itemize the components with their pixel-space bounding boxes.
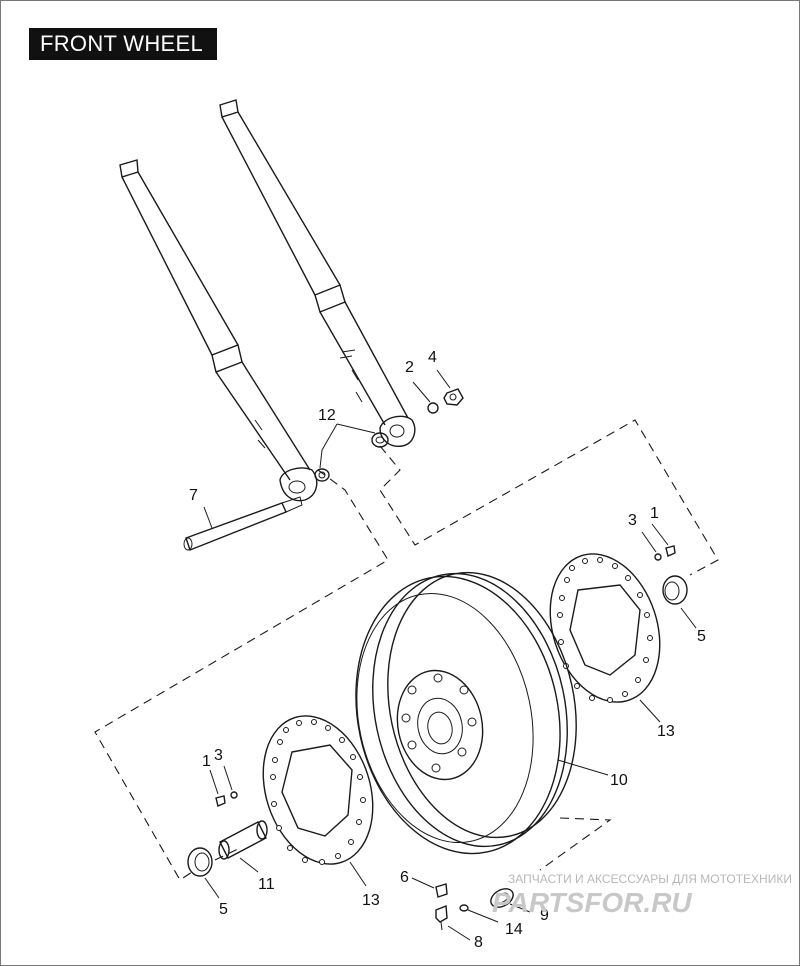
- left-bearing: [187, 847, 213, 877]
- watermark: ЗАПЧАСТИ И АКСЕССУАРЫ ДЛЯ МОТОТЕХНИКИ PA…: [492, 872, 792, 918]
- callout-2: 2: [405, 359, 414, 376]
- watermark-tagline: ЗАПЧАСТИ И АКСЕССУАРЫ ДЛЯ МОТОТЕХНИКИ: [508, 872, 792, 886]
- watermark-logo: PARTSFOR.RU: [492, 887, 692, 918]
- right-fork-leg: [219, 99, 416, 447]
- callout-6: 6: [400, 869, 409, 886]
- callout-8: 8: [474, 934, 483, 951]
- front-axle: [183, 496, 303, 551]
- callout-12: 12: [318, 407, 336, 424]
- callout-13-right: 13: [657, 723, 675, 740]
- cast-wheel: [355, 571, 577, 855]
- callout-numbers: 12 2 4 7 1 3 5 13 10 1 3 11 5 13 6 8 14 …: [189, 349, 706, 951]
- callout-7: 7: [189, 487, 198, 504]
- callout-5-left: 5: [219, 901, 228, 918]
- assembly-dashed-lines: [94, 419, 719, 881]
- leader-lines: [203, 369, 697, 941]
- callout-10: 10: [610, 772, 628, 789]
- axle-nut-washer: [427, 388, 464, 414]
- callout-3-right: 3: [628, 512, 637, 529]
- right-brake-rotor: [549, 553, 661, 703]
- diagram-title: FRONT WHEEL: [29, 28, 217, 60]
- axle-spacers: [314, 432, 389, 482]
- rotor-screws-left: [215, 791, 238, 807]
- callout-13-left: 13: [362, 892, 380, 909]
- left-fork-leg: [119, 159, 318, 502]
- callout-4: 4: [428, 349, 437, 366]
- callout-3-left: 3: [214, 747, 223, 764]
- rotor-screws-right: [654, 545, 676, 561]
- wheel-spacer-tube: [218, 820, 268, 860]
- valve-stem-parts: [435, 883, 514, 931]
- callout-1-right: 1: [650, 505, 659, 522]
- left-brake-rotor: [262, 715, 374, 865]
- callout-1-left: 1: [202, 753, 211, 770]
- right-bearing: [662, 575, 688, 605]
- callout-14: 14: [505, 921, 523, 938]
- callout-5-right: 5: [697, 628, 706, 645]
- callout-11: 11: [258, 876, 275, 893]
- callout-9: 9: [540, 907, 549, 924]
